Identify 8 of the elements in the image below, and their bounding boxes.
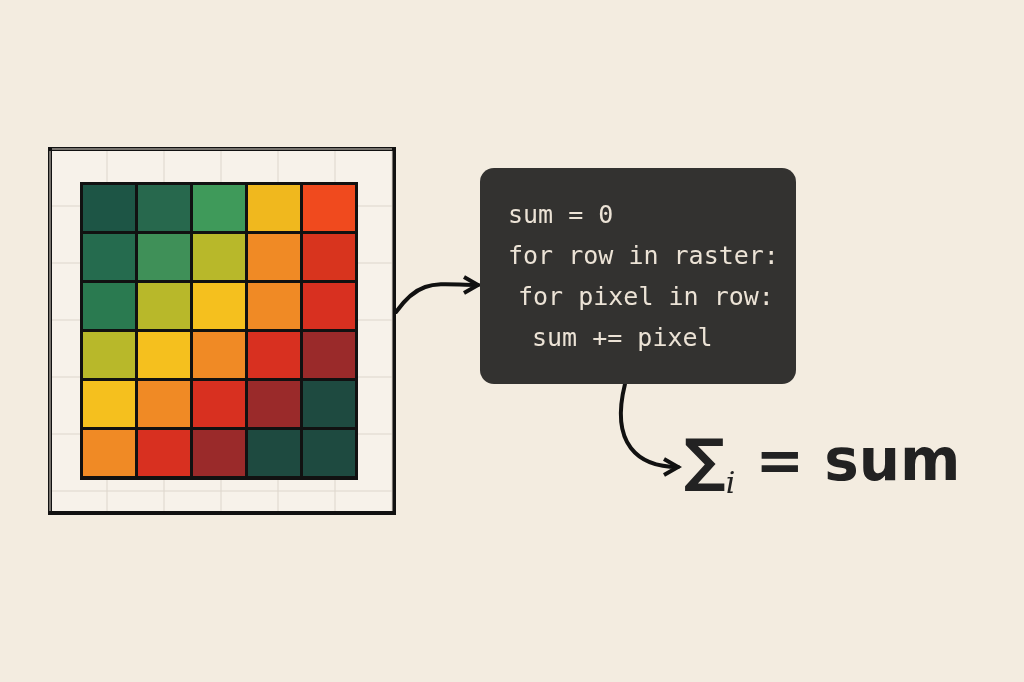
code-line: for row in raster:	[508, 241, 779, 271]
code-line: for pixel in row:	[518, 282, 774, 312]
arrow	[618, 382, 680, 477]
sum-formula: ∑$_{i}$ = sum	[684, 425, 961, 518]
code-line: sum = 0	[508, 200, 614, 230]
raster-grid-drawing	[48, 147, 396, 515]
code-line: sum += pixel	[532, 323, 713, 353]
code-panel	[480, 168, 796, 384]
